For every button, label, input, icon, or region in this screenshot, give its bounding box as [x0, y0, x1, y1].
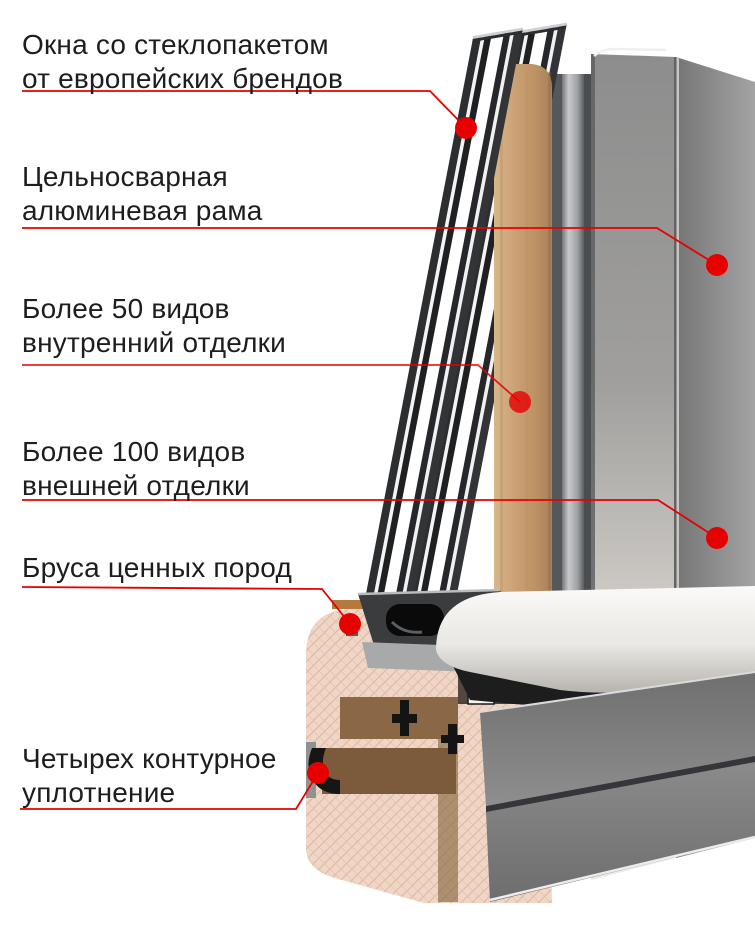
label-line: Цельносварная — [22, 161, 228, 192]
leader-line-5 — [21, 586, 351, 625]
leader-line-4 — [22, 499, 718, 539]
label-line: от европейских брендов — [22, 63, 344, 94]
label-line: внешней отделки — [22, 470, 250, 501]
annotation-dot-4 — [706, 527, 728, 549]
aluminum-box-upper — [480, 672, 755, 806]
annotation-label-seal: Четырех контурное уплотнение — [22, 742, 277, 810]
leader-lines — [20, 90, 718, 810]
label-line: Более 50 видов — [22, 293, 230, 324]
label-line: алюминевая рама — [22, 195, 263, 226]
glass-pane-front — [363, 27, 524, 607]
annotation-dot-1 — [455, 117, 477, 139]
annotation-label-interior-finishes: Более 50 видов внутренний отделки — [22, 292, 286, 360]
annotation-label-timber: Бруса ценных пород — [22, 551, 292, 585]
label-line: Четырех контурное — [22, 743, 277, 774]
annotation-label-exterior-finishes: Более 100 видов внешней отделки — [22, 435, 250, 503]
annotation-dot-5 — [339, 613, 361, 635]
annotation-dot-2 — [706, 254, 728, 276]
annotation-dot-3 — [509, 391, 531, 413]
label-line: Окна со стеклопакетом — [22, 29, 329, 60]
label-line: Более 100 видов — [22, 436, 246, 467]
label-line: Бруса ценных пород — [22, 552, 292, 583]
seal-gasket-mid — [441, 724, 464, 754]
seal-gasket-upper — [392, 700, 417, 736]
wood-veneer-panel — [494, 64, 552, 600]
label-line: уплотнение — [22, 777, 176, 808]
aluminum-box-lower — [486, 762, 755, 902]
annotation-label-glazing: Окна со стеклопакетом от европейских бре… — [22, 28, 343, 96]
wood-groove-lower — [322, 748, 456, 794]
annotation-dot-6 — [307, 762, 329, 784]
annotation-label-aluminum-frame: Цельносварная алюминевая рама — [22, 160, 263, 228]
metal-liner-strips — [552, 74, 592, 602]
leader-line-1 — [22, 90, 467, 129]
label-line: внутренний отделки — [22, 327, 286, 358]
aluminum-box-profiles — [479, 671, 755, 902]
leader-line-2 — [22, 227, 718, 266]
leader-line-6 — [20, 772, 319, 810]
leader-line-3 — [22, 364, 521, 403]
annotation-dots — [307, 117, 728, 784]
silver-sill-profile — [436, 586, 755, 693]
